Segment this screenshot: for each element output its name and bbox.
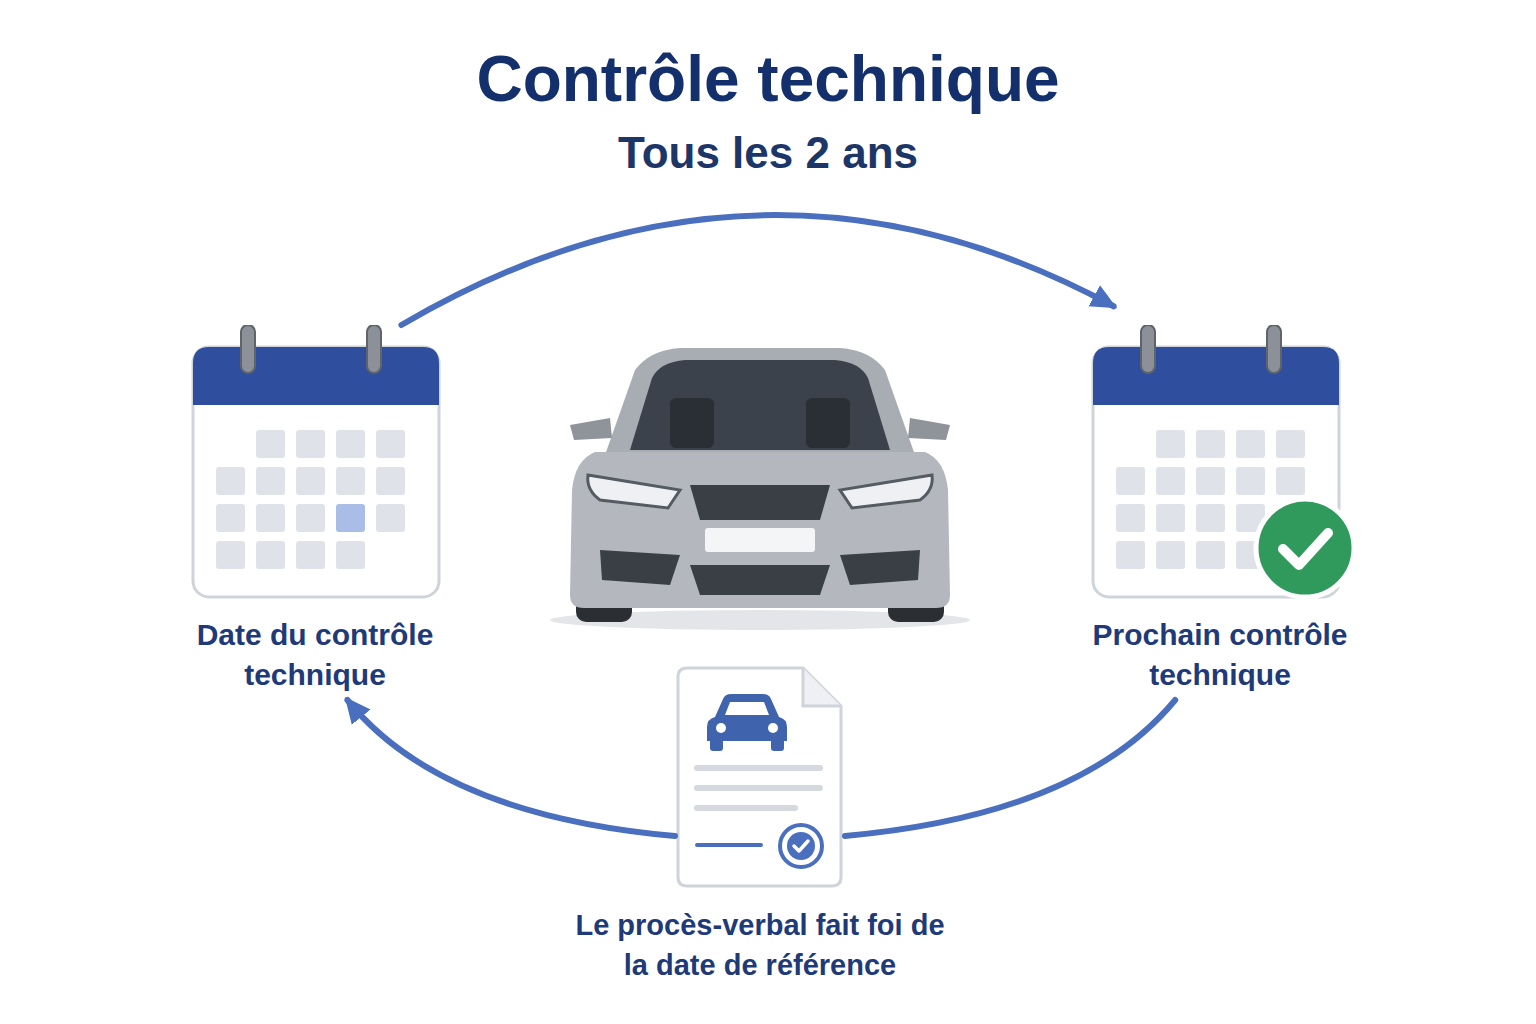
calendar-day: [336, 541, 365, 569]
calendar-day: [256, 467, 285, 495]
calendar-day: [1236, 467, 1265, 495]
check-badge: [1250, 493, 1360, 603]
calendar-ring: [241, 325, 255, 373]
seal-check: [794, 841, 808, 851]
document-car: [707, 694, 787, 741]
car-mirror: [570, 418, 612, 440]
document-fold: [803, 668, 841, 706]
calendar-day: [216, 541, 245, 569]
calendar-ring: [1267, 325, 1281, 373]
calendar-day: [1236, 430, 1265, 458]
calendar-node: Prochain contrôle technique: [1080, 325, 1360, 700]
calendar-day: [1196, 430, 1225, 458]
check-circle: [1256, 499, 1354, 597]
calendar-header: [1093, 347, 1339, 405]
car-windshield: [630, 360, 890, 450]
document-car-window: [725, 702, 769, 715]
license-plate: [705, 528, 815, 552]
calendar-day: [256, 430, 285, 458]
calendar-day: [1116, 541, 1145, 569]
calendar-ring: [367, 325, 381, 373]
document-car-light: [716, 723, 726, 733]
calendar-day: [336, 467, 365, 495]
diagram-title: Contrôle technique: [0, 42, 1536, 116]
calendar-day: [376, 467, 405, 495]
car-intake: [690, 565, 830, 595]
node-label: Le procès-verbal fait foi de la date de …: [560, 905, 960, 985]
car-body: [570, 452, 950, 608]
calendar-day: [296, 467, 325, 495]
calendar-day: [1156, 467, 1185, 495]
document-node: Le procès-verbal fait foi de la date de …: [675, 665, 845, 890]
calendar-day: [296, 541, 325, 569]
calendar-day: [1156, 541, 1185, 569]
calendar-day: [376, 504, 405, 532]
calendar-day: [296, 504, 325, 532]
cycle-arrow: [845, 700, 1175, 836]
calendar-node: Date du contrôle technique: [180, 325, 450, 700]
car-headlight: [588, 475, 680, 508]
calendar-header: [193, 347, 439, 405]
calendar-day: [1156, 430, 1185, 458]
calendar-day: [256, 504, 285, 532]
check-mark: [1283, 533, 1328, 565]
document-car-light: [768, 723, 778, 733]
subtitle: Tous les 2 ans: [0, 128, 1536, 178]
car-seat: [806, 398, 850, 448]
calendar-page: [1093, 347, 1339, 597]
calendar-day: [1116, 504, 1145, 532]
calendar-day: [1276, 430, 1305, 458]
cycle-arrow: [347, 700, 675, 836]
calendar-day: [1196, 467, 1225, 495]
car-roof: [605, 348, 915, 455]
signature-line: [697, 843, 761, 847]
calendar-day: [1116, 467, 1145, 495]
car-seat: [670, 398, 714, 448]
document-car-wheel: [710, 739, 723, 751]
car-intake: [600, 550, 680, 585]
document-line: [697, 765, 820, 771]
calendar-day: [216, 504, 245, 532]
calendar-day: [216, 467, 245, 495]
calendar-day: [376, 430, 405, 458]
calendar-day: [1156, 504, 1185, 532]
car-intake: [840, 550, 920, 585]
calendar-page: [193, 347, 439, 597]
node-label: Date du contrôle technique: [165, 615, 465, 695]
calendar-day: [1196, 504, 1225, 532]
calendar-ring: [1141, 325, 1155, 373]
document-line: [697, 785, 820, 791]
document-line: [697, 805, 795, 811]
document-car-wheel: [771, 739, 784, 751]
calendar-icon: [188, 325, 448, 605]
calendar-day: [336, 504, 365, 532]
car-mirror: [908, 418, 950, 440]
calendar-day: [296, 430, 325, 458]
car-grille: [690, 485, 830, 520]
document-seal: [780, 825, 822, 867]
node-label: Prochain contrôle technique: [1070, 615, 1370, 695]
cycle-arrow: [401, 215, 1113, 325]
calendar-day: [336, 430, 365, 458]
document-page: [678, 668, 841, 886]
calendar-day: [1196, 541, 1225, 569]
car-headlight: [840, 475, 932, 508]
document-icon: [675, 665, 845, 890]
car-illustration: [540, 340, 980, 640]
document-seal-inner: [787, 832, 815, 860]
calendar-day: [1276, 467, 1305, 495]
calendar-day: [256, 541, 285, 569]
